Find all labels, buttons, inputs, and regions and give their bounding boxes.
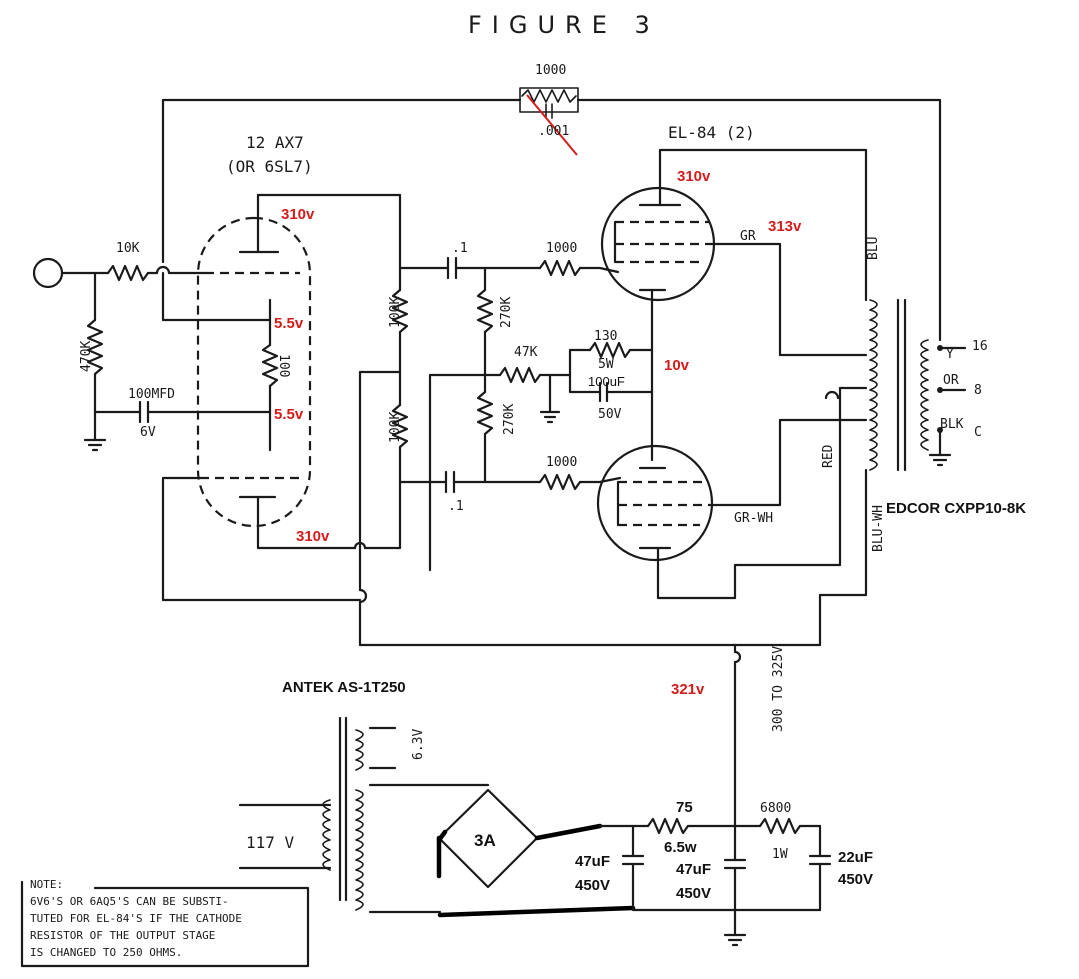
feedback-cap-label: .001 xyxy=(538,124,569,139)
preamp-plate-1-voltage: 310v xyxy=(281,206,315,223)
preamp-cathode-2-voltage: 5.5v xyxy=(274,406,304,423)
cap-3-voltage-label: 450V xyxy=(838,871,873,888)
wire-blu-label: BLU xyxy=(866,237,881,260)
rectifier-bridge-icon xyxy=(437,788,539,889)
grid-stop-2-label: 1000 xyxy=(546,455,577,470)
input-stage: 10K 470K 100MFD 6V xyxy=(32,241,272,452)
note-line-3: RESISTOR OF THE OUTPUT STAGE xyxy=(30,929,215,942)
feedback-resistor-label: 1000 xyxy=(535,63,566,78)
power-supply: 300 TO 325V 117 V 6.3V 3A 75 6.5w 6800 1… xyxy=(238,643,873,947)
output-tube-name: EL-84 (2) xyxy=(668,123,755,142)
preamp-tube-alt: (OR 6SL7) xyxy=(226,157,313,176)
power-transformer-label: ANTEK AS-1T250 xyxy=(282,679,406,696)
bplus-voltage: 321v xyxy=(671,681,705,698)
note-line-4: IS CHANGED TO 250 OHMS. xyxy=(30,946,182,959)
output-tube-lower xyxy=(596,444,714,562)
cap-2-voltage-label: 450V xyxy=(676,885,711,902)
heater-voltage-label: 6.3V xyxy=(411,729,426,760)
voltage-annotations: 310v 5.5v 5.5v 310v 310v 313v 10v 321v xyxy=(274,168,802,698)
preamp-tube: 12 AX7 (OR 6SL7) 100 xyxy=(161,133,402,602)
note-line-1: 6V6'S OR 6AQ5'S CAN BE SUBSTI- xyxy=(30,895,229,908)
filter-res-1-watt-label: 6.5w xyxy=(664,839,697,856)
tap-8-label: 8 xyxy=(974,383,982,398)
output-cathode-voltage: 10v xyxy=(664,357,690,374)
bypass-cap-voltage-label: 6V xyxy=(140,425,156,440)
bias-feed-label: 47K xyxy=(514,345,538,360)
input-resistor-label: 10K xyxy=(116,241,140,256)
coupling-cap-2-label: .1 xyxy=(448,499,464,514)
coupling-cap-1-label: .1 xyxy=(452,241,468,256)
cathode-resistor-label: 100 xyxy=(276,354,291,377)
note-box: NOTE: 6V6'S OR 6AQ5'S CAN BE SUBSTI- TUT… xyxy=(20,878,310,968)
mains-voltage-label: 117 V xyxy=(246,833,295,852)
wire-or-label: OR xyxy=(943,373,959,388)
wire-blk-label: BLK xyxy=(940,417,964,432)
preamp-cathode-1-voltage: 5.5v xyxy=(274,315,304,332)
preamp-plate-2-voltage: 310v xyxy=(296,528,330,545)
plate-load-1-label: 100K xyxy=(388,297,403,328)
grid-leak-2-label: 270K xyxy=(502,404,517,435)
output-cathode-cap-voltage-label: 50V xyxy=(598,407,622,422)
bypass-cap-label: 100MFD xyxy=(128,387,175,402)
output-cathode-res-watt-label: 5W xyxy=(598,357,614,372)
rectifier-label: 3A xyxy=(474,831,496,850)
wire-gr-label: GR xyxy=(740,229,756,244)
wire-bluwh-label: BLU-WH xyxy=(871,505,886,552)
preamp-tube-name: 12 AX7 xyxy=(246,133,304,152)
cap-1-voltage-label: 450V xyxy=(575,877,610,894)
grid-stop-1-label: 1000 xyxy=(546,241,577,256)
grid-leak-1-label: 270K xyxy=(499,297,514,328)
bplus-range-label: 300 TO 325V xyxy=(771,646,786,732)
output-cathode-res-label: 130 xyxy=(594,329,617,344)
note-title: NOTE: xyxy=(30,878,63,891)
output-transformer-label: EDCOR CXPP10-8K xyxy=(886,500,1026,517)
input-jack-icon xyxy=(32,257,64,289)
feedback-network: 1000 .001 xyxy=(161,63,942,342)
filter-res-2-label: 6800 xyxy=(760,801,791,816)
note-line-2: TUTED FOR EL-84'S IF THE CATHODE xyxy=(30,912,242,925)
output-tubes: EL-84 (2) 1000 1000 xyxy=(538,123,868,600)
output-transformer: GR GR-WH BLU BLU-WH RED Y OR BLK 16 8 C xyxy=(733,229,988,647)
grid-resistor-label: 470K xyxy=(79,341,94,372)
output-plate-voltage: 310v xyxy=(677,168,711,185)
cap-1-label: 47uF xyxy=(575,853,610,870)
screen-voltage: 313v xyxy=(768,218,802,235)
wire-y-label: Y xyxy=(946,347,954,362)
plate-load-2-label: 100K xyxy=(388,412,403,443)
cap-3-label: 22uF xyxy=(838,849,873,866)
filter-res-2-watt-label: 1W xyxy=(772,847,788,862)
wire-red-label: RED xyxy=(821,444,836,468)
output-cathode-cap-label: 100uF xyxy=(588,374,625,389)
cap-2-label: 47uF xyxy=(676,861,711,878)
figure-title: FIGURE 3 xyxy=(468,11,660,39)
tap-16-label: 16 xyxy=(972,339,988,354)
phase-splitter-network: 100K 100K .1 .1 270K 270K 47K xyxy=(358,241,737,647)
filter-res-1-label: 75 xyxy=(676,799,693,816)
wire-grwh-label: GR-WH xyxy=(734,511,773,526)
tap-c-label: C xyxy=(974,425,982,440)
